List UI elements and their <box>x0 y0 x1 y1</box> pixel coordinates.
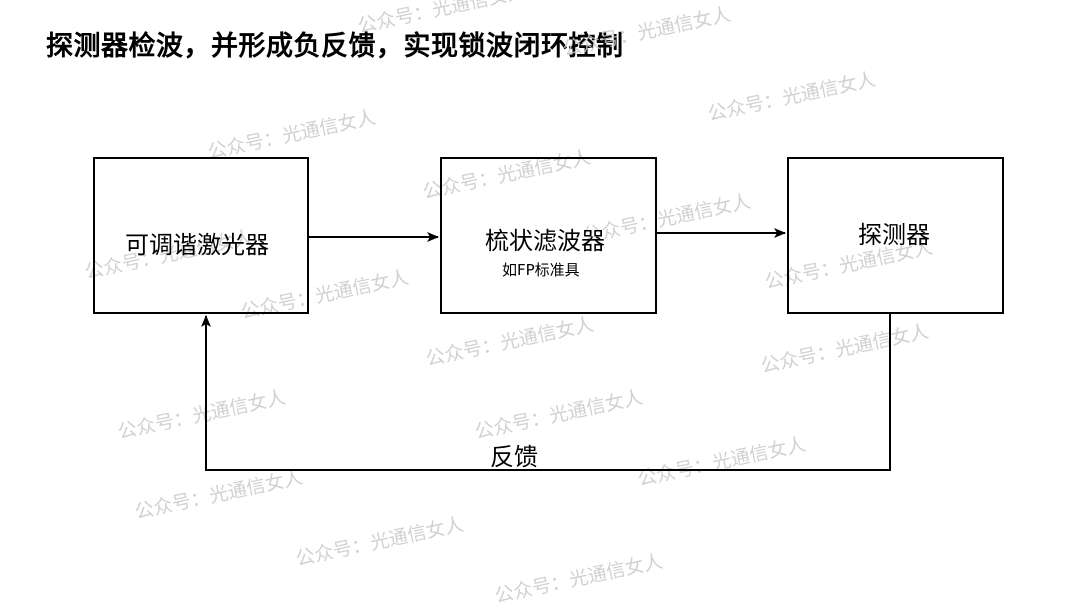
watermark: 公众号：光通信女人 <box>472 386 645 444</box>
comb-filter-label: 梳状滤波器 <box>485 227 605 255</box>
comb-filter-block: 梳状滤波器 如FP标准具 <box>440 157 657 314</box>
tunable-laser-block: 可调谐激光器 <box>93 157 309 314</box>
watermark: 公众号：光通信女人 <box>132 466 305 524</box>
watermark: 公众号：光通信女人 <box>560 3 733 61</box>
watermark: 公众号：光通信女人 <box>115 386 288 444</box>
detector-label: 探测器 <box>858 221 930 249</box>
feedback-label: 反馈 <box>490 443 538 471</box>
diagram-title: 探测器检波，并形成负反馈，实现锁波闭环控制 <box>46 31 624 62</box>
watermark: 公众号：光通信女人 <box>423 313 596 371</box>
watermark: 公众号：光通信女人 <box>205 106 378 164</box>
watermark: 公众号：光通信女人 <box>293 513 466 571</box>
detector-block: 探测器 <box>787 157 1004 314</box>
comb-filter-sublabel: 如FP标准具 <box>502 261 580 279</box>
watermark: 公众号：光通信女人 <box>758 320 931 378</box>
watermark: 公众号：光通信女人 <box>705 68 878 126</box>
watermark: 公众号：光通信女人 <box>492 550 665 608</box>
tunable-laser-label: 可调谐激光器 <box>125 231 269 259</box>
watermark: 公众号：光通信女人 <box>635 433 808 491</box>
